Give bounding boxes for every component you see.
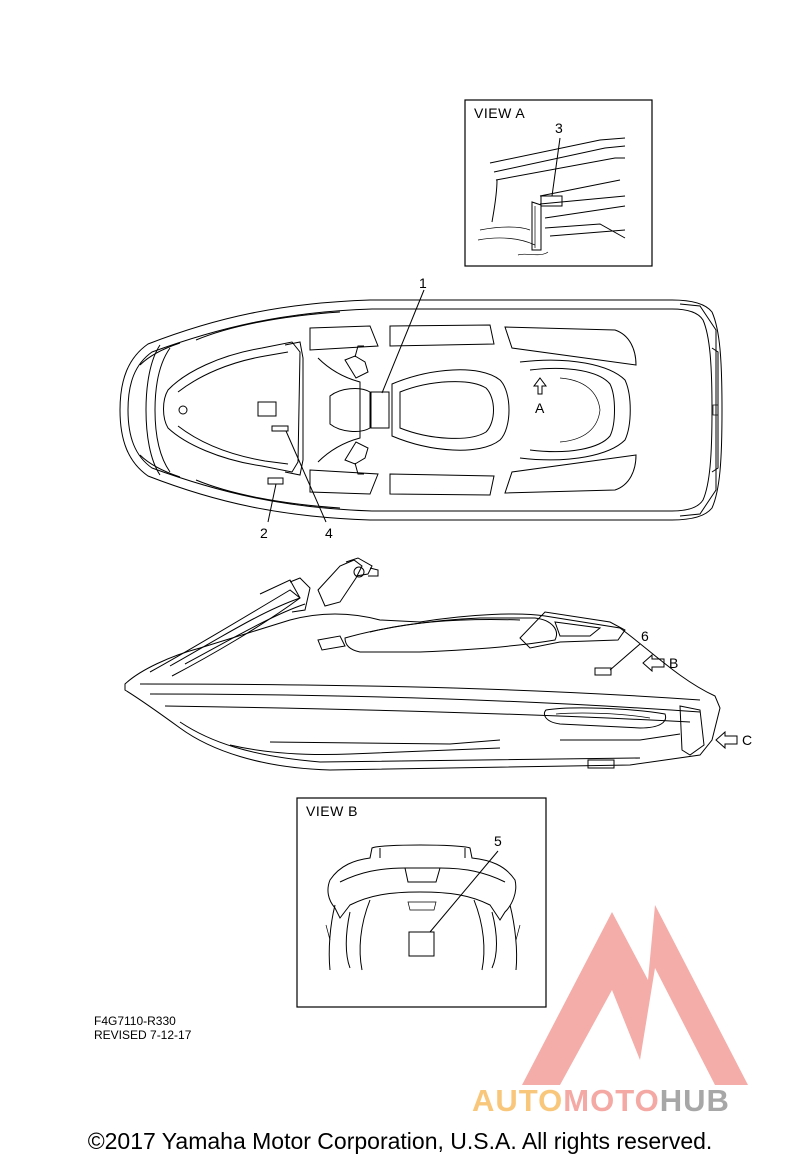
view-a-callout-3: 3 [555,120,563,136]
part-code: F4G7110-R330 [94,1014,176,1028]
arrow-a-label: A [535,400,545,416]
callout-4: 4 [325,525,333,541]
watermark-auto: AUTO [472,1083,564,1118]
revised-date: REVISED 7-12-17 [94,1028,192,1042]
callout-2: 2 [260,525,268,541]
view-b-inset: VIEW B 5 [296,797,547,1008]
automotohub-logo [522,905,748,1085]
view-a-inset: VIEW A 3 [464,99,653,267]
view-b-callout-5: 5 [494,833,502,849]
arrow-b-label: B [669,655,678,671]
view-a-title: VIEW A [474,105,525,121]
callout-1: 1 [419,275,427,291]
copyright-notice: ©2017 Yamaha Motor Corporation, U.S.A. A… [87,1128,713,1154]
callout-6: 6 [641,628,649,644]
side-view-watercraft: 6 B C [124,557,752,771]
arrow-c-label: C [742,732,752,748]
top-view-watercraft: A 1 2 4 [119,275,723,541]
view-b-title: VIEW B [306,803,358,819]
watermark-hub: HUB [659,1083,730,1118]
watermark-text: AUTOMOTOHUB [472,1083,730,1119]
watermark-moto: MOTO [563,1083,660,1118]
